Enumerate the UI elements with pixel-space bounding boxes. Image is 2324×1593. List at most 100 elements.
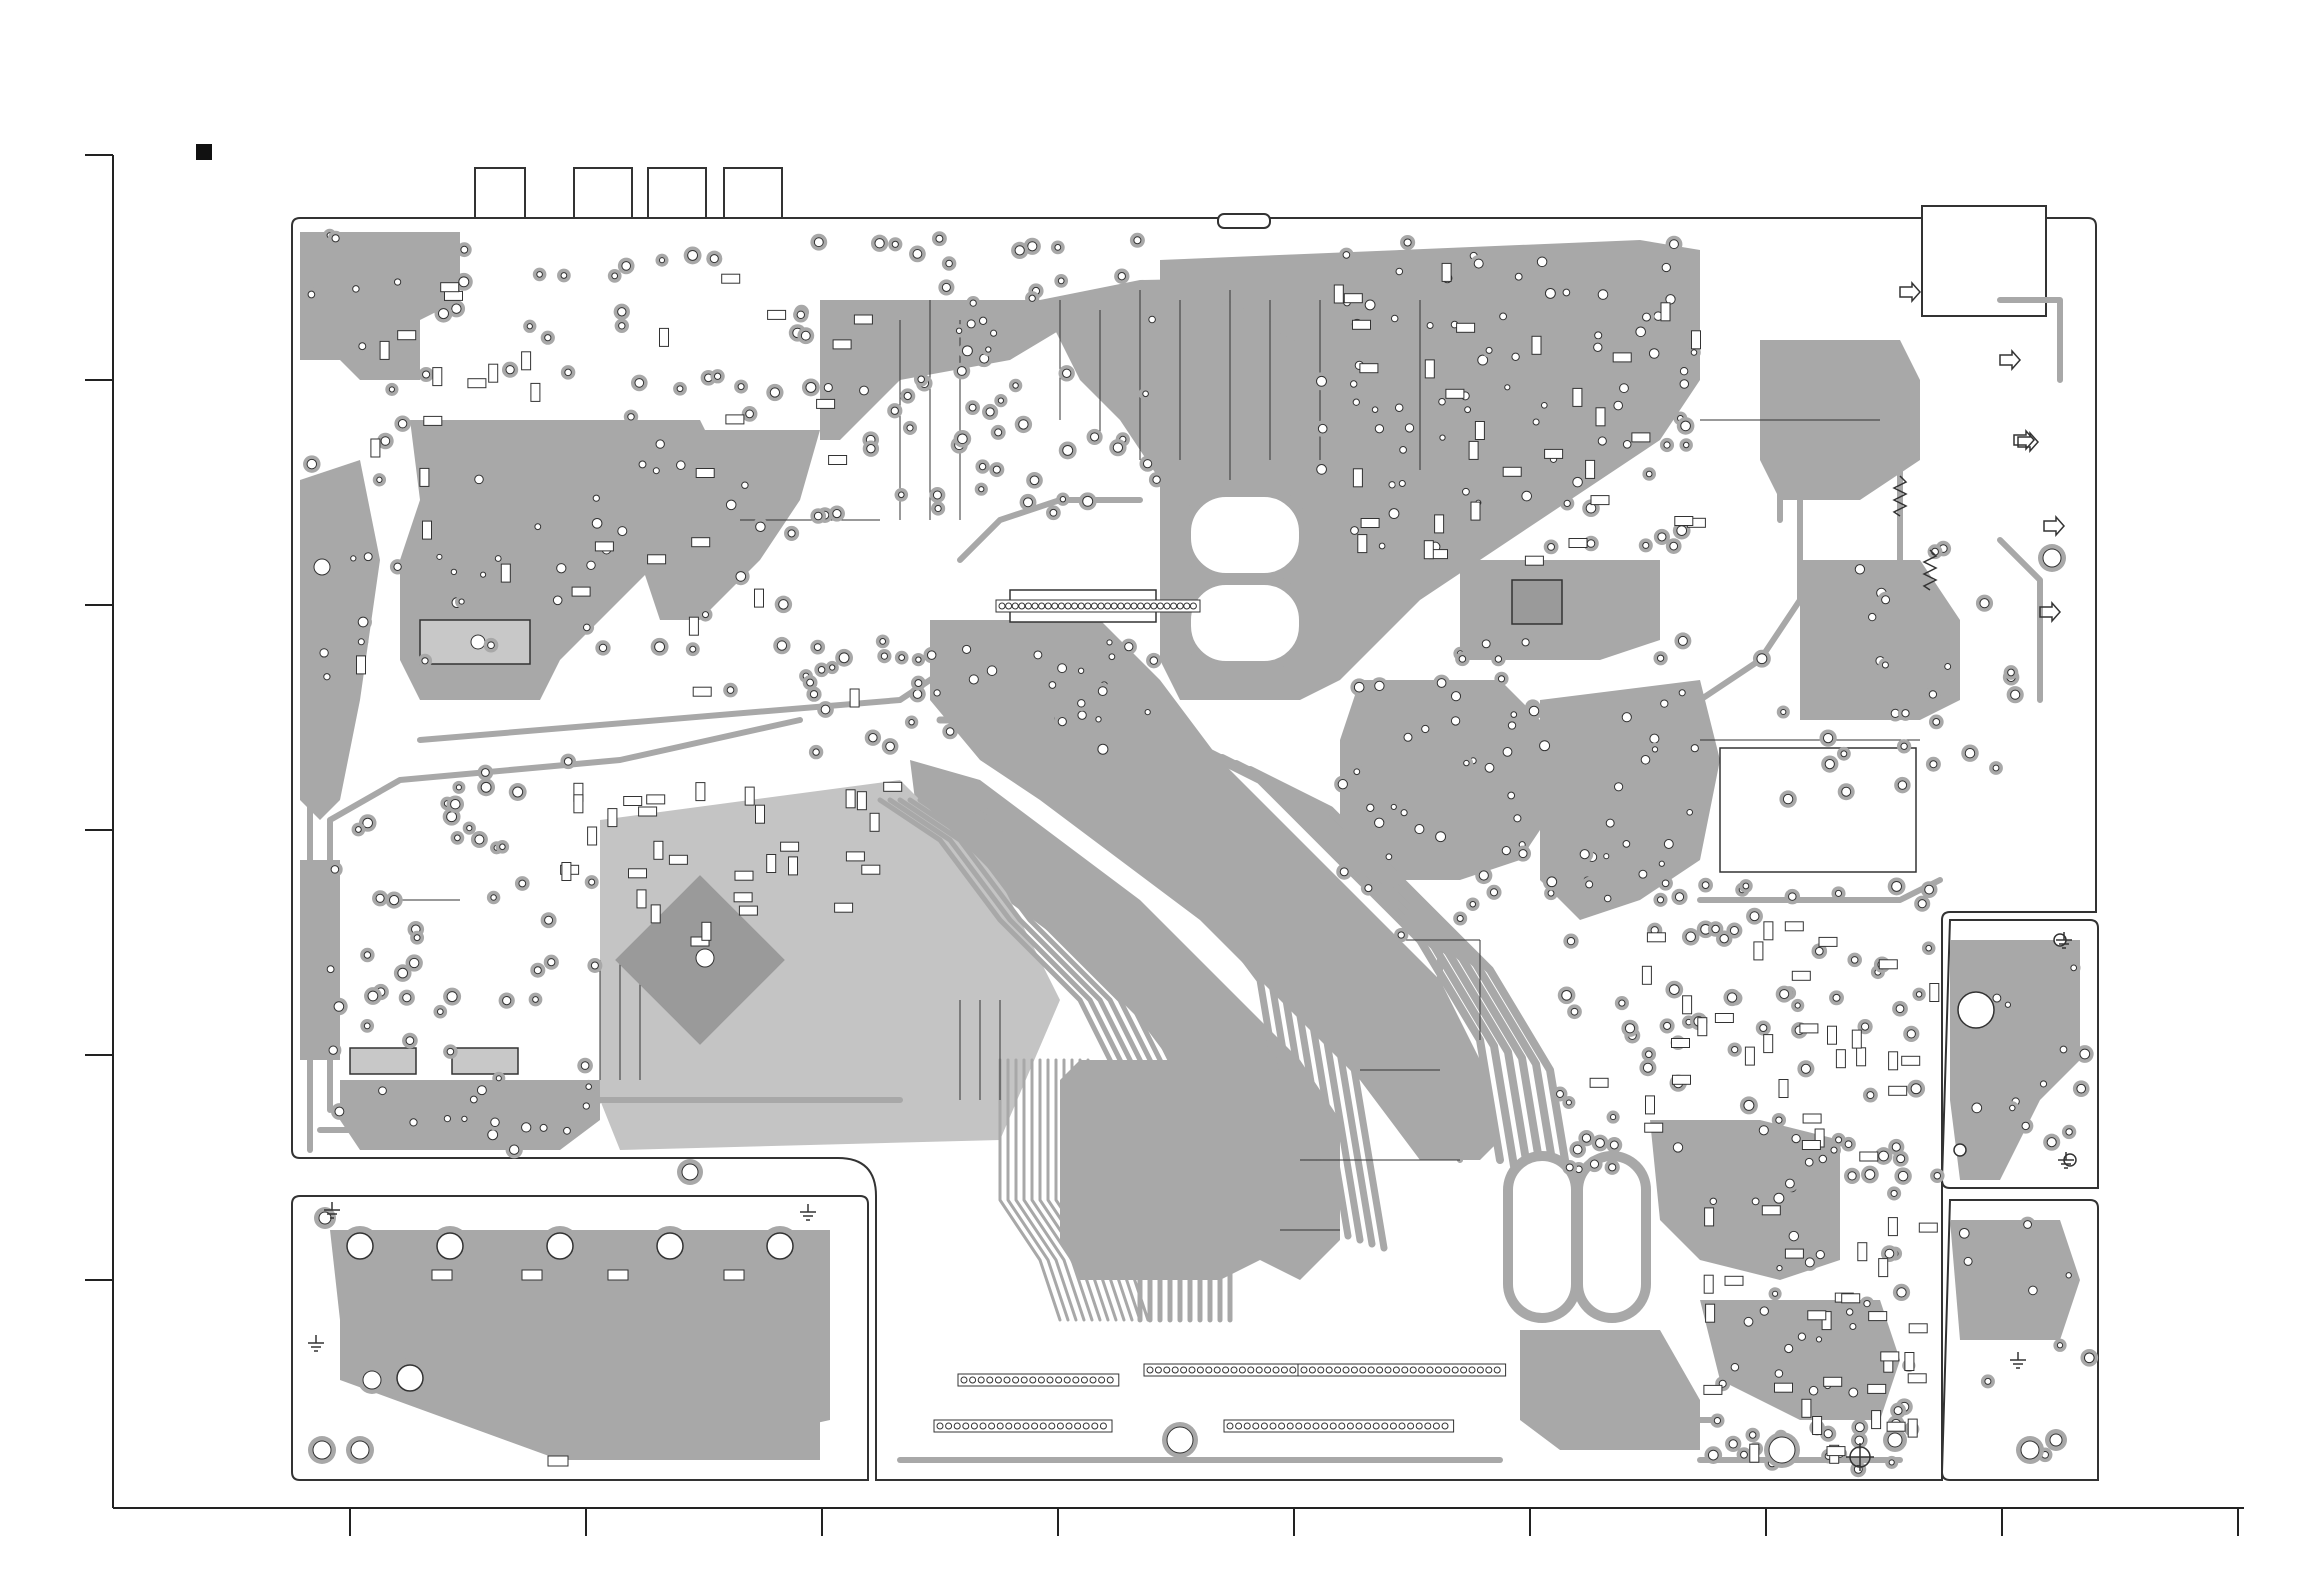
smd-part	[1586, 460, 1595, 478]
header-pin	[1382, 1423, 1388, 1429]
smd-part	[1887, 1422, 1905, 1431]
smd-part	[398, 331, 416, 340]
via-hole	[967, 320, 975, 328]
header-pin	[1469, 1367, 1475, 1373]
smd-part	[1800, 1024, 1818, 1033]
via-hole	[356, 827, 362, 833]
smd-part	[423, 521, 432, 539]
via-hole	[1855, 565, 1864, 574]
via-hole	[1650, 734, 1659, 743]
smd-part	[1334, 285, 1343, 303]
via-hole	[455, 835, 461, 841]
smd-part	[833, 340, 851, 349]
via-hole	[1317, 465, 1327, 475]
smd-part	[1424, 541, 1433, 559]
smd-part	[1775, 1383, 1793, 1392]
smd-part	[693, 687, 711, 696]
via-hole	[1916, 992, 1921, 997]
via-hole	[1657, 655, 1663, 661]
header-pin	[1172, 1367, 1178, 1373]
smd-part	[1889, 1086, 1907, 1095]
via-hole	[1894, 1407, 1902, 1415]
via-hole	[414, 935, 420, 941]
via-hole	[592, 518, 602, 528]
via-hole	[545, 916, 553, 924]
switch-hole	[657, 1233, 683, 1259]
via-hole	[907, 425, 913, 431]
via-hole	[1661, 700, 1668, 707]
via-hole	[358, 617, 368, 627]
mounting-hole	[2021, 1441, 2039, 1459]
via-hole	[956, 328, 961, 333]
heat-sink-upper-2	[1186, 580, 1304, 666]
mounting-hole	[363, 1371, 381, 1389]
via-hole	[1375, 681, 1384, 690]
smd-part	[870, 813, 879, 831]
via-hole	[1846, 1309, 1852, 1315]
smd-part	[689, 617, 698, 635]
smd-part	[1842, 1294, 1860, 1303]
via-hole	[1801, 1064, 1810, 1073]
via-hole	[1594, 343, 1602, 351]
via-hole	[1891, 1190, 1897, 1196]
via-hole	[1636, 327, 1646, 337]
smd-part	[1475, 422, 1484, 440]
header-pin	[1373, 1423, 1379, 1429]
via-hole	[1375, 818, 1384, 827]
via-hole	[1353, 399, 1359, 405]
ic-chip-low-1	[350, 1048, 416, 1074]
via-hole	[1547, 877, 1557, 887]
via-hole	[1831, 1147, 1837, 1153]
smd-part	[1457, 323, 1475, 332]
header-pin	[1155, 1367, 1161, 1373]
via-hole	[545, 335, 551, 341]
via-hole	[329, 1046, 337, 1054]
via-hole	[904, 392, 911, 399]
header-pin	[1365, 1423, 1371, 1429]
via-hole	[1502, 847, 1510, 855]
via-hole	[1625, 1024, 1634, 1033]
smd-part	[1632, 433, 1650, 442]
via-hole	[957, 367, 966, 376]
via-hole	[475, 835, 484, 844]
via-hole	[320, 649, 328, 657]
via-hole	[806, 382, 816, 392]
via-hole	[736, 572, 746, 582]
header-pin	[1047, 1377, 1053, 1383]
header-pin	[1385, 1367, 1391, 1373]
via-hole	[437, 554, 442, 559]
via-hole	[1675, 893, 1683, 901]
via-hole	[1925, 885, 1934, 894]
header-pin	[1066, 1423, 1072, 1429]
via-hole	[1691, 745, 1698, 752]
via-hole	[491, 895, 496, 900]
via-hole	[1134, 237, 1141, 244]
header-pin	[1265, 1367, 1271, 1373]
smd-part	[432, 1270, 452, 1280]
header-pin	[1223, 1367, 1229, 1373]
smd-part	[1860, 1152, 1878, 1161]
connector-jack-1	[475, 168, 525, 218]
via-hole	[969, 675, 978, 684]
header-pin	[1019, 603, 1025, 609]
via-hole	[1757, 654, 1767, 664]
via-hole	[1789, 1231, 1798, 1240]
header-pin	[1399, 1423, 1405, 1429]
via-hole	[770, 388, 779, 397]
header-pin	[1419, 1367, 1425, 1373]
via-hole	[1848, 1172, 1856, 1180]
via-hole	[1375, 425, 1383, 433]
smd-part	[574, 795, 583, 813]
via-hole	[1918, 900, 1926, 908]
via-hole	[1710, 1198, 1716, 1204]
via-hole	[618, 527, 627, 536]
smd-part	[1672, 1039, 1690, 1048]
via-hole	[1386, 854, 1392, 860]
via-hole	[1586, 881, 1593, 888]
via-hole	[1708, 1450, 1718, 1460]
header-pin	[1075, 1423, 1081, 1429]
via-hole	[1611, 1115, 1616, 1120]
smd-part	[637, 890, 646, 908]
via-hole	[2047, 1138, 2056, 1147]
via-hole	[379, 1087, 387, 1095]
